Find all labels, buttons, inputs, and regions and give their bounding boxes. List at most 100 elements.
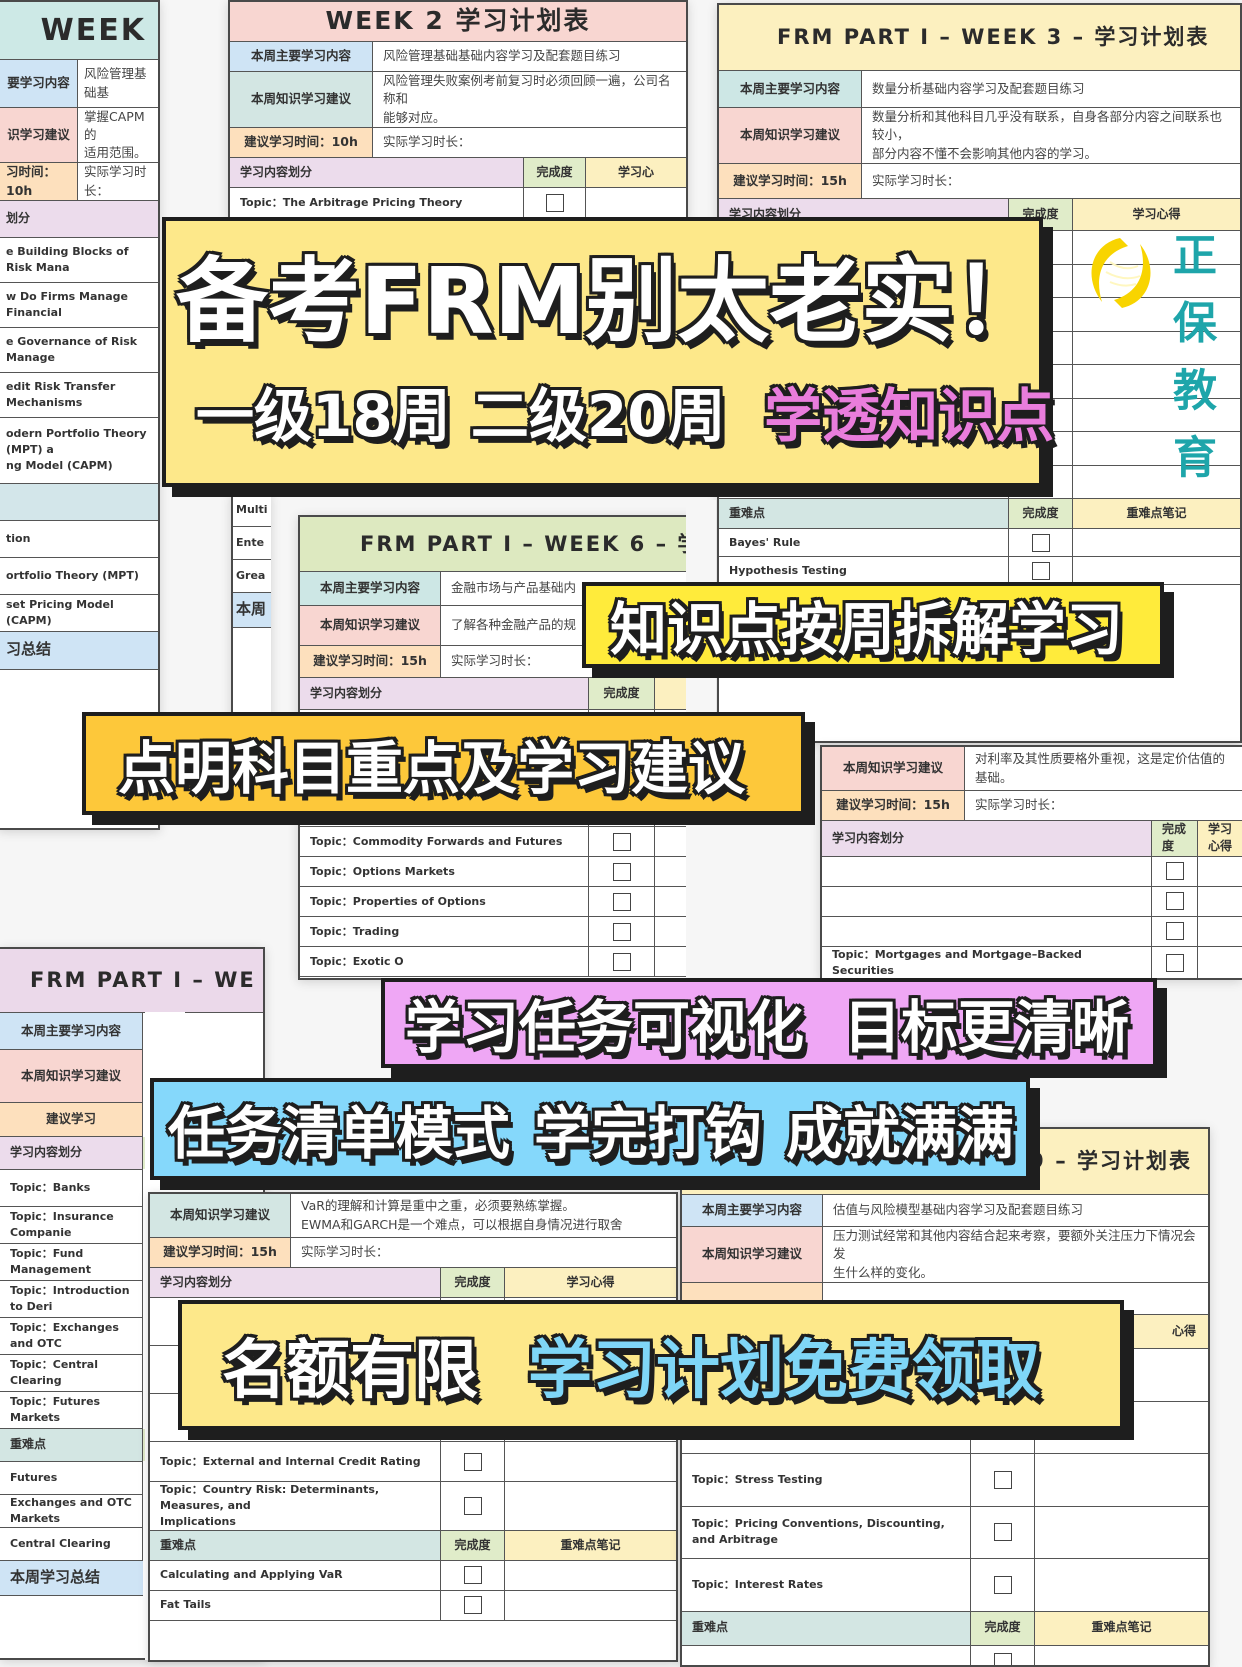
sheet-row-head: 学习内容划分 xyxy=(0,1137,143,1170)
weekly-summary-label: 习总结 xyxy=(0,632,158,669)
completion-checkbox[interactable] xyxy=(613,893,631,911)
info-label: 本周主要学习内容 xyxy=(230,42,373,71)
completion-checkbox[interactable] xyxy=(464,1453,482,1471)
sheet-row-topic: Topic：Options Markets xyxy=(300,857,696,887)
completion-cell xyxy=(524,188,586,217)
notes-cell[interactable] xyxy=(505,1482,676,1530)
sheet-title-row: WEEK xyxy=(0,2,158,60)
notes-cell[interactable] xyxy=(1073,557,1240,584)
completion-checkbox[interactable] xyxy=(994,1523,1012,1541)
sheet-title: FRM PART I – WEEK 3 – 学习计划表 xyxy=(719,5,1240,70)
info-label: 识学习建议 xyxy=(0,108,78,162)
completion-checkbox[interactable] xyxy=(464,1566,482,1584)
sheet-title-row: FRM PART I – WEEK 3 – 学习计划表 xyxy=(719,5,1240,71)
topic-item: Topic：Interest Rates xyxy=(682,1559,971,1611)
topic-item: Topic：External and Internal Credit Ratin… xyxy=(150,1442,441,1481)
sheet-row-topic: Topic：Exchanges and OTC xyxy=(0,1318,143,1355)
completion-checkbox[interactable] xyxy=(994,1576,1012,1594)
sheet-row-topic: Topic：Stress Testing xyxy=(682,1454,1208,1507)
info-label: 建议学习时间：15h xyxy=(300,646,441,677)
sheet-row-info: 本周知识学习建议 xyxy=(0,1050,143,1103)
info-label: 本周知识学习建议 xyxy=(822,747,965,790)
info-label: 建议学习 xyxy=(0,1103,143,1136)
sheet-row-key: ortfolio Theory (MPT) xyxy=(0,558,158,595)
info-value[interactable]: 实际学习时长： xyxy=(291,1238,676,1267)
notes-cell[interactable] xyxy=(1035,1454,1208,1506)
study-plan-sheet-week-2: WEEK 2 学习计划表本周主要学习内容风险管理基础基础内容学习及配套题目练习本… xyxy=(228,0,688,220)
notes-cell[interactable] xyxy=(1198,917,1242,946)
completion-cell xyxy=(1009,557,1073,584)
notes-cell[interactable] xyxy=(1198,947,1242,979)
info-value: 风险管理失败案例考前复习时必须回顾一遍，公司名称和 能够对应。 xyxy=(373,72,686,127)
feature-banner-weekly: 知识点按周拆解学习 xyxy=(582,582,1164,668)
completion-checkbox[interactable] xyxy=(1166,954,1184,972)
notes-cell[interactable] xyxy=(505,1561,676,1590)
topic-item: Topic：Mortgages and Mortgage–Backed Secu… xyxy=(822,947,1152,979)
notes-cell[interactable] xyxy=(586,188,686,217)
sheet-row-topic: Topic：Country Risk: Determinants, Measur… xyxy=(150,1482,676,1531)
notes-cell[interactable] xyxy=(1073,529,1240,556)
sheet-row-info: 本周主要学习内容估值与风险模型基础内容学习及配套题目练习 xyxy=(682,1195,1208,1227)
key-point-item: tion xyxy=(0,521,160,557)
feature-banner-checklist: 任务清单模式 学完打钩 成就满满 xyxy=(150,1078,1030,1180)
notes-cell[interactable] xyxy=(505,1442,676,1481)
column-header-topic: 学习内容划分 xyxy=(300,678,589,709)
completion-checkbox[interactable] xyxy=(1032,562,1050,580)
completion-checkbox[interactable] xyxy=(1166,922,1184,940)
feature-text: 成就满满 xyxy=(786,1088,1014,1170)
sheet-title: FRM PART I – WE xyxy=(0,949,263,1012)
key-point-item: Central Clearing xyxy=(0,1528,143,1560)
sheet-row-info: 识学习建议掌握CAPM的 适用范围。 xyxy=(0,108,158,163)
topic-item: Topic：Options Markets xyxy=(300,857,589,886)
info-value[interactable]: 实际学习时长： xyxy=(78,163,158,199)
cta-free-plan[interactable]: 学习计划免费领取 xyxy=(528,1319,1040,1411)
topic-item: Topic：Central Clearing xyxy=(0,1355,143,1391)
completion-checkbox[interactable] xyxy=(1032,534,1050,552)
sheet-title-row: FRM PART I – WE xyxy=(0,949,263,1013)
completion-checkbox[interactable] xyxy=(464,1596,482,1614)
completion-checkbox[interactable] xyxy=(1166,892,1184,910)
topic-item: Topic：Fund Management xyxy=(0,1244,143,1280)
notes-cell[interactable] xyxy=(1198,887,1242,916)
info-label: 本周主要学习内容 xyxy=(719,71,862,107)
key-point-item: Bayes' Rule xyxy=(719,529,1009,556)
info-label: 本周知识学习建议 xyxy=(0,1050,143,1102)
completion-checkbox[interactable] xyxy=(613,833,631,851)
sheet-title: WEEK 2 学习计划表 xyxy=(230,2,686,41)
cta-banner[interactable]: 名额有限 学习计划免费领取 xyxy=(178,1300,1124,1430)
notes-cell[interactable] xyxy=(505,1591,676,1620)
completion-checkbox[interactable] xyxy=(613,953,631,971)
sheet-row-head: 重难点完成度重难点笔记 xyxy=(150,1531,676,1561)
completion-checkbox[interactable] xyxy=(613,863,631,881)
notes-cell[interactable] xyxy=(1035,1646,1208,1667)
key-point-item: ortfolio Theory (MPT) xyxy=(0,558,160,594)
completion-checkbox[interactable] xyxy=(994,1471,1012,1489)
sheet-row-topic: Topic：The Arbitrage Pricing Theory xyxy=(230,188,686,218)
column-header-topic: 学习内容划分 xyxy=(0,1137,143,1169)
sheet-row-topic: Topic：Mortgages and Mortgage–Backed Secu… xyxy=(822,947,1242,980)
completion-checkbox[interactable] xyxy=(613,923,631,941)
info-value[interactable]: 实际学习时长： xyxy=(373,128,686,157)
info-label: 建议学习时间：15h xyxy=(150,1238,291,1267)
completion-checkbox[interactable] xyxy=(464,1497,482,1515)
completion-checkbox[interactable] xyxy=(546,194,564,212)
completion-cell xyxy=(441,1442,505,1481)
info-value[interactable]: 实际学习时长： xyxy=(965,791,1242,820)
headline-weeks: 一级18周 二级20周 xyxy=(196,382,726,450)
completion-cell xyxy=(441,1482,505,1530)
topic-fragment: Ente xyxy=(233,527,271,559)
column-header-completion: 完成度 xyxy=(1152,821,1198,856)
info-value[interactable]: 实际学习时长： xyxy=(862,164,1240,198)
column-header-notes: 学习心得 xyxy=(505,1268,676,1297)
headline-highlight: 学透知识点 xyxy=(764,382,1054,450)
completion-checkbox[interactable] xyxy=(1166,862,1184,880)
column-header-completion: 完成度 xyxy=(589,678,655,709)
notes-cell[interactable] xyxy=(1035,1507,1208,1559)
notes-cell[interactable] xyxy=(1035,1559,1208,1611)
cta-limited: 名额有限 xyxy=(222,1319,478,1411)
notes-cell[interactable] xyxy=(1198,857,1242,886)
sheet-row-topic xyxy=(822,857,1242,887)
info-label: 建议学习时间：15h xyxy=(719,164,862,198)
